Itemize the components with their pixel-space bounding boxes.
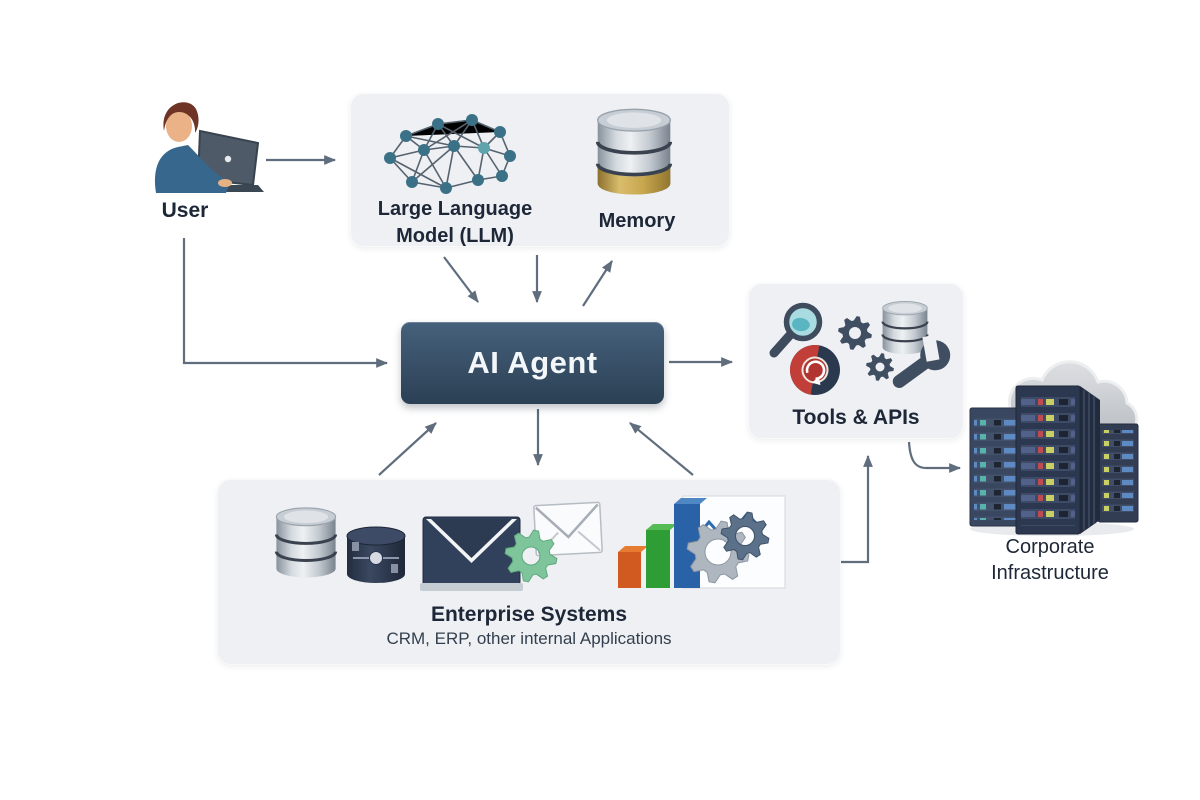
person-hand (218, 179, 232, 187)
database-icon (881, 300, 929, 356)
memory-database-icon (595, 108, 673, 195)
arrow-enterprise-to-agent-right (629, 422, 694, 476)
infrastructure-label: Corporate Infrastructure (991, 536, 1109, 585)
enterprise-icons (274, 495, 786, 591)
ai-agent-label: AI Agent (467, 345, 598, 380)
llm-label: Large Language Model (LLM) (377, 198, 533, 247)
server-tower-center (1015, 385, 1100, 535)
memory-label: Memory (598, 210, 676, 232)
arrow-user-to-agent (182, 238, 389, 368)
network-nodes (384, 114, 516, 194)
server-tower-left (969, 407, 1021, 527)
person-face (166, 110, 192, 142)
databases-icon (274, 506, 406, 583)
server-racks-cloud-icon (969, 360, 1139, 536)
person-body (154, 145, 230, 193)
person-hair (163, 102, 199, 133)
green-gear-icon (504, 529, 558, 583)
gear-icon (838, 316, 872, 350)
ai-agent-node: AI Agent (401, 322, 664, 404)
enterprise-title: Enterprise Systems (430, 603, 628, 626)
tools-label: Tools & APIs (792, 406, 920, 429)
laptop-logo (224, 155, 232, 163)
wrench-gear-icon (866, 334, 951, 388)
sync-badge-icon (790, 345, 840, 395)
steel-gear-icon (720, 511, 770, 561)
neural-network-icon (384, 114, 516, 194)
tools-icons (769, 300, 951, 395)
server-tower-right (1097, 423, 1139, 523)
arrow-agent-to-memory (582, 260, 613, 307)
user-label: User (161, 199, 209, 222)
arrow-llm-to-agent-left (443, 256, 479, 303)
enterprise-subtitle: CRM, ERP, other internal Applications (386, 629, 672, 648)
network-edges (389, 119, 511, 189)
arrow-enterprise-to-agent-left (378, 422, 437, 476)
person-at-laptop-icon (154, 102, 264, 193)
bar-chart-gears-icon (618, 495, 786, 589)
arrow-enterprise-to-tools (841, 454, 873, 564)
email-gear-icon (420, 501, 603, 591)
magnifier-icon (769, 302, 823, 358)
